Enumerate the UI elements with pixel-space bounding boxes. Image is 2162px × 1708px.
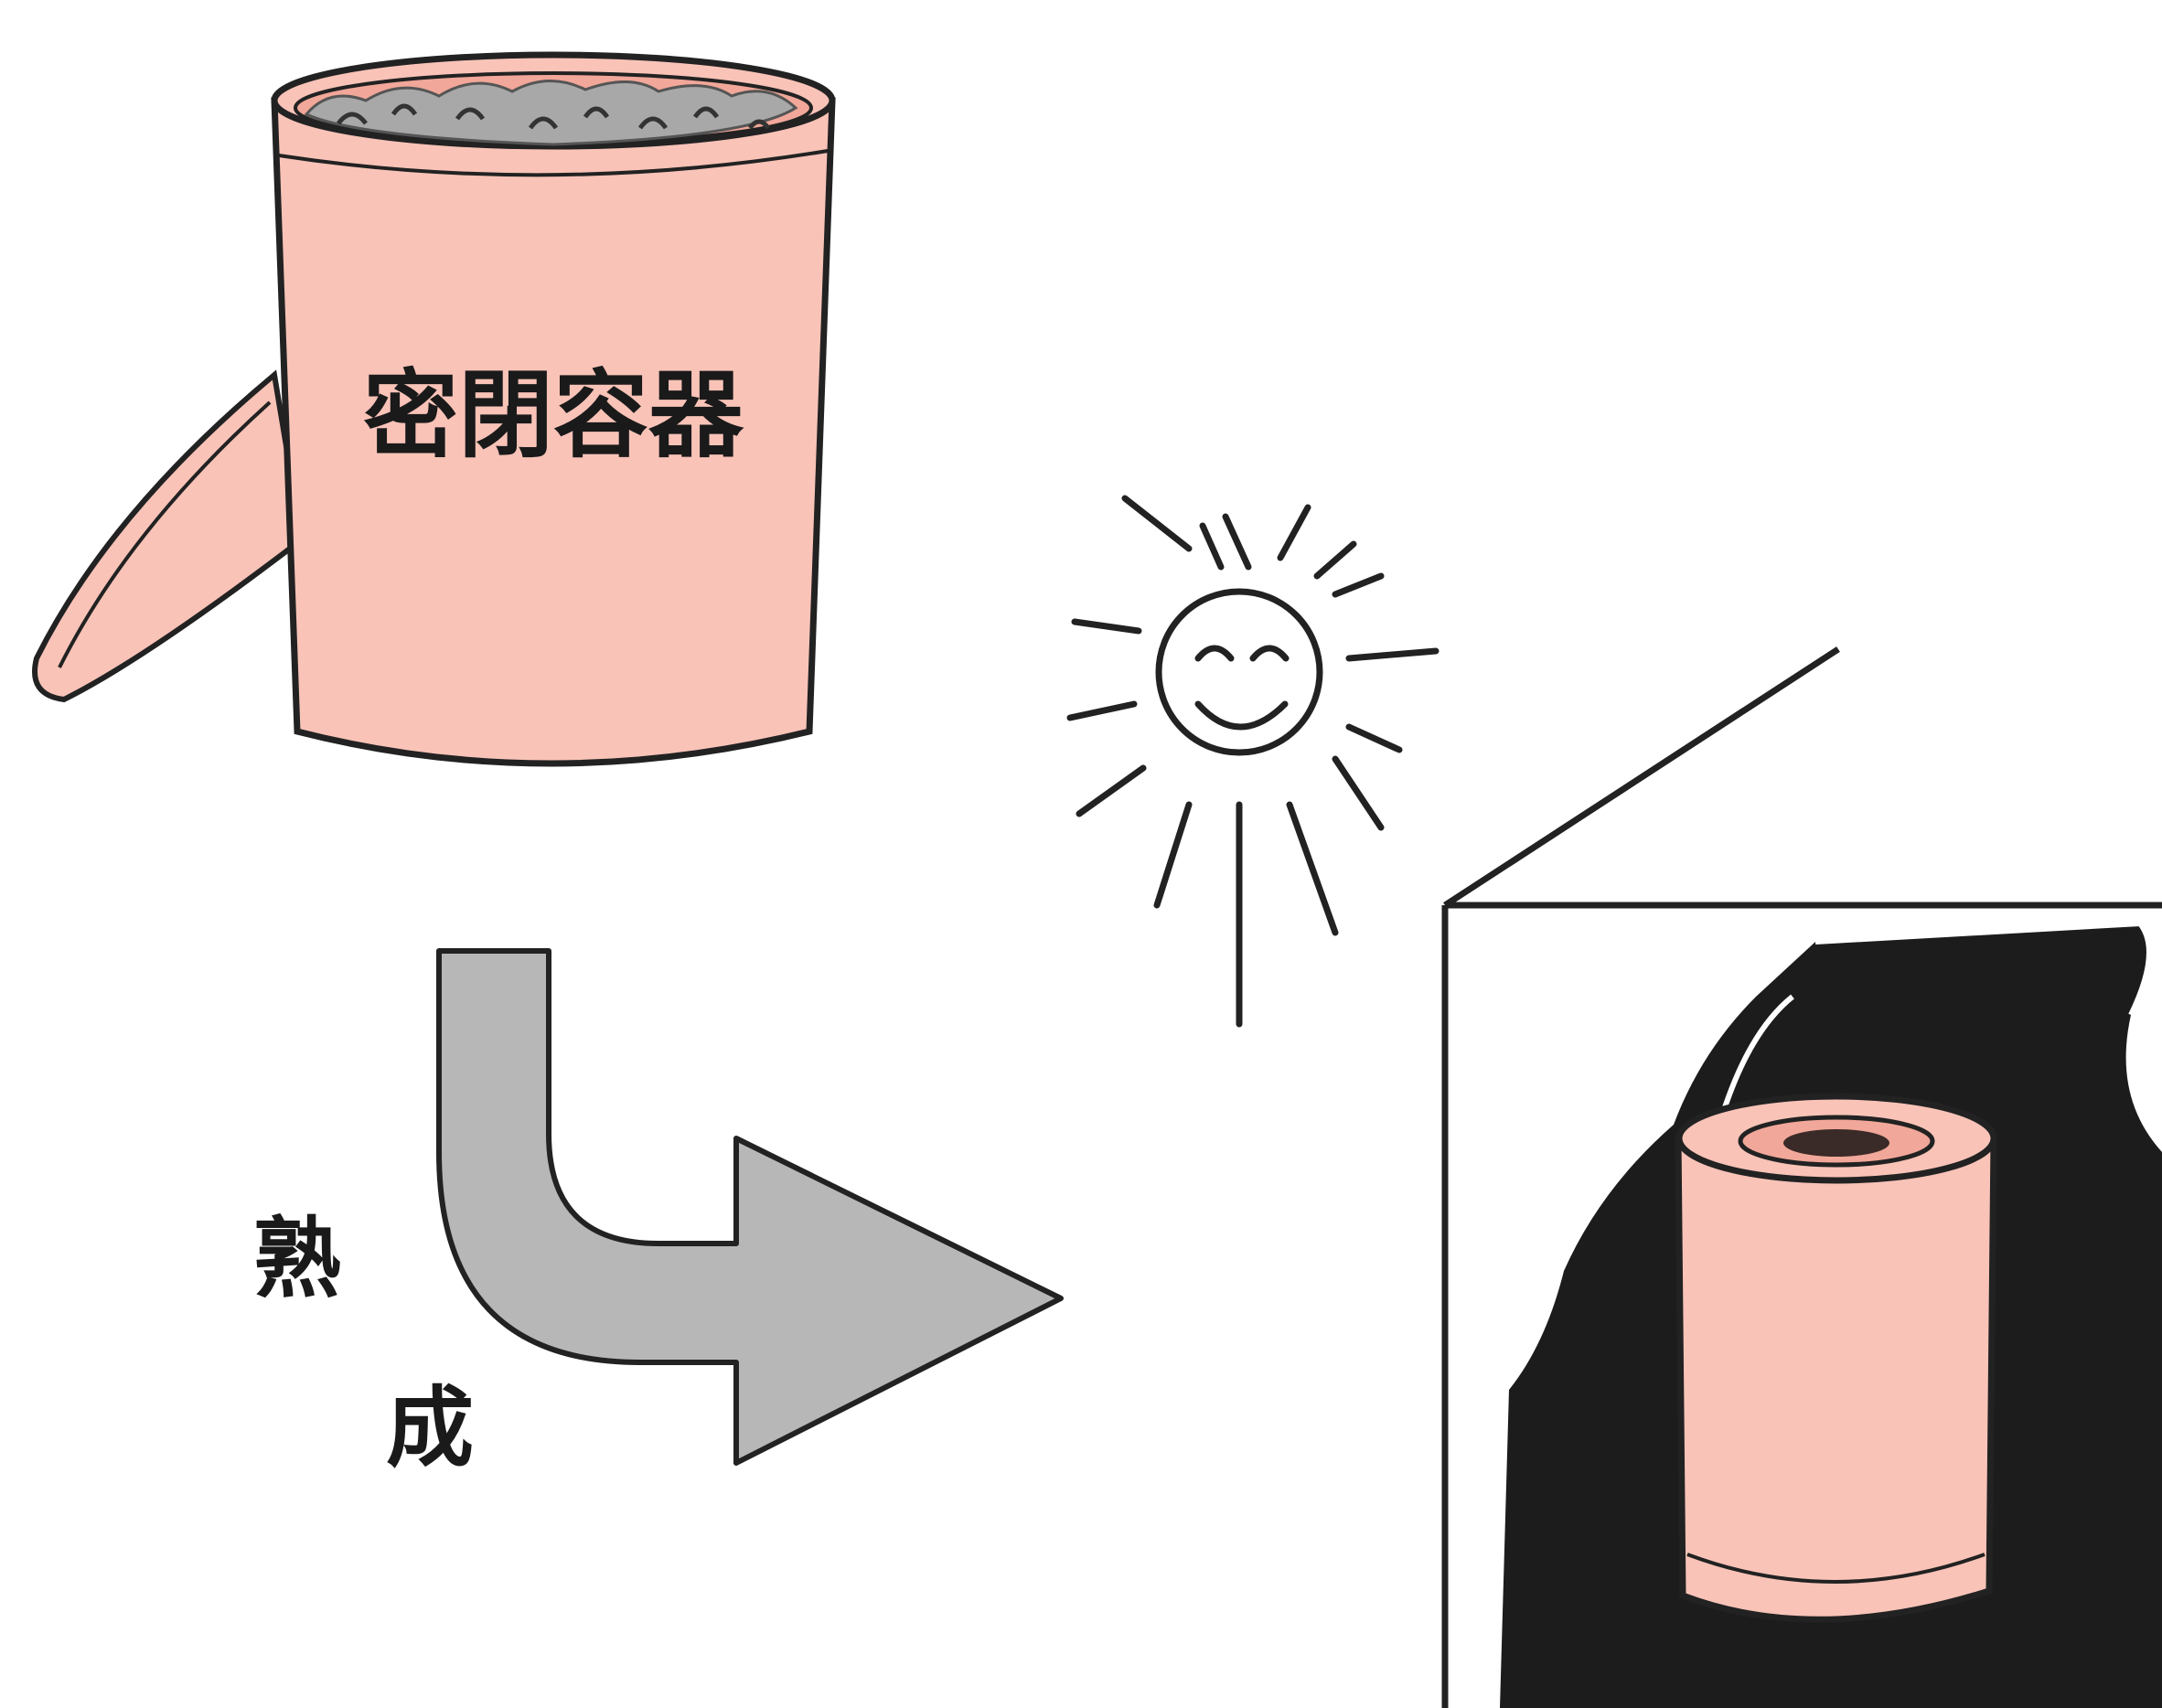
container-lid-icon: [32, 369, 305, 703]
container-contents: [304, 80, 798, 146]
curved-arrow-icon: [436, 948, 1064, 1466]
sealed-container-icon: 密閉容器: [271, 51, 836, 767]
smiling-sun-icon: [1066, 495, 1440, 1028]
ripening-label-char2: 成: [386, 1377, 474, 1479]
ripening-label-char1: 熟: [253, 1208, 341, 1310]
container-label: 密閉容器: [363, 359, 744, 471]
stored-container-icon: [1675, 1093, 1997, 1623]
